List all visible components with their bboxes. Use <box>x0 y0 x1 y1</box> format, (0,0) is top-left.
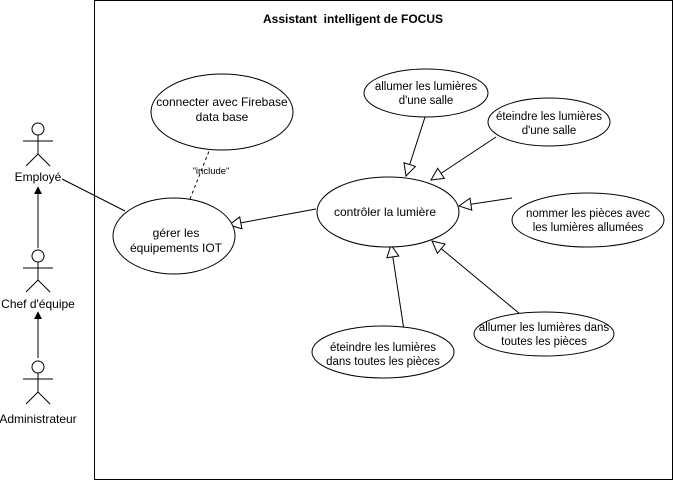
generalization-on-all <box>432 241 521 315</box>
actor-employee[interactable]: Employé <box>15 122 62 184</box>
use-case-ellipse <box>511 192 665 248</box>
use-case-on-room-line1: allumer les lumières <box>375 81 478 93</box>
use-case-lights[interactable]: contrôler la lumière <box>316 176 460 248</box>
include-arrow <box>189 141 213 200</box>
use-case-ellipse <box>363 68 489 118</box>
use-case-off-room[interactable]: éteindre les lumières d'une salle <box>487 97 611 147</box>
use-case-lights-label: contrôler la lumière <box>334 205 436 219</box>
use-case-iot[interactable]: gérer les équipements IOT <box>112 197 236 275</box>
use-case-off-all[interactable]: éteindre les lumières dans toutes les pi… <box>311 325 455 379</box>
use-case-ellipse <box>473 311 615 357</box>
use-case-name-rooms-line2: les lumières allumées <box>533 222 644 234</box>
use-case-off-room-line2: d'une salle <box>522 125 577 137</box>
generalization-off-room <box>431 136 497 180</box>
use-case-ellipse <box>150 73 294 151</box>
stick-figure-icon <box>23 360 53 405</box>
use-case-on-all-line1: allumer les lumières dans <box>479 322 610 334</box>
use-case-firebase[interactable]: connecter avec Firebase data base <box>150 73 294 151</box>
generalization-off-all <box>391 245 405 331</box>
use-case-firebase-line1: connecter avec Firebase <box>156 95 288 109</box>
use-case-firebase-line2: data base <box>196 110 249 124</box>
actor-team-lead[interactable]: Chef d'équipe <box>1 249 75 311</box>
use-case-off-room-line1: éteindre les lumières <box>496 111 602 123</box>
stick-figure-icon <box>23 122 53 167</box>
use-case-on-room-line2: d'une salle <box>399 95 454 107</box>
use-case-name-rooms[interactable]: nommer les pièces avec les lumières allu… <box>511 192 665 248</box>
use-case-ellipse <box>316 176 460 248</box>
generalization-on-room <box>406 113 427 176</box>
actor-label-team-lead: Chef d'équipe <box>1 297 75 311</box>
actor-label-admin: Administrateur <box>0 412 77 426</box>
use-case-name-rooms-line1: nommer les pièces avec <box>526 208 650 220</box>
stick-figure-icon <box>23 249 53 293</box>
actor-admin[interactable]: Administrateur <box>0 360 77 426</box>
actor-label-employee: Employé <box>15 170 62 184</box>
use-case-off-all-line1: éteindre les lumières <box>330 342 436 354</box>
use-case-off-all-line2: dans toutes les pièces <box>326 356 440 368</box>
use-case-ellipse <box>487 97 611 147</box>
system-title: Assistant intelligent de FOCUS <box>263 12 443 26</box>
generalization-lights-to-iot <box>229 208 317 225</box>
use-case-iot-line2: équipements IOT <box>130 241 223 255</box>
use-case-ellipse <box>112 197 236 275</box>
use-case-ellipse <box>311 325 455 379</box>
association-employee-iot <box>61 178 126 212</box>
use-case-on-all-line2: toutes les pièces <box>501 336 587 348</box>
use-case-on-room[interactable]: allumer les lumières d'une salle <box>363 68 489 118</box>
use-case-iot-line1: gérer les <box>153 226 200 240</box>
generalization-name-rooms <box>459 198 513 206</box>
use-case-on-all[interactable]: allumer les lumières dans toutes les piè… <box>473 311 615 357</box>
include-label: "include" <box>193 166 230 177</box>
